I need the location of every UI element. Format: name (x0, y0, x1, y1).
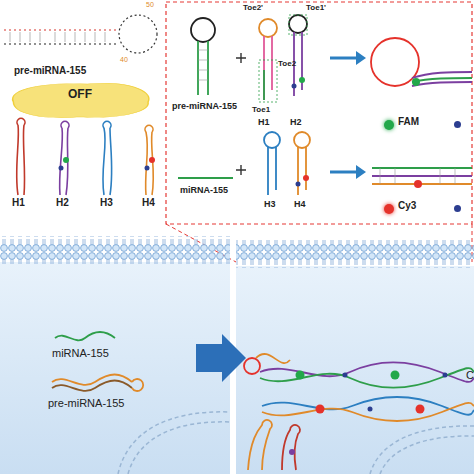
inset-box (166, 2, 472, 224)
cell-membrane (236, 240, 474, 268)
part-label: pre-miRNA-155 (14, 66, 86, 76)
part-label: H2 (56, 198, 69, 208)
part-label: 50 (146, 1, 154, 8)
rna-structure (4, 15, 157, 53)
part-label: C (466, 370, 474, 381)
cell-membrane (0, 236, 230, 264)
cytoplasm (0, 262, 230, 474)
part-label: H1 (258, 118, 270, 127)
targets (52, 332, 143, 391)
state-label: OFF (6, 88, 154, 100)
quencher-dot (454, 121, 461, 128)
legend-swatch (384, 204, 394, 214)
legend-swatch (384, 120, 394, 130)
part-label: 40 (120, 56, 128, 63)
state-blob: OFF (6, 80, 154, 120)
quencher-dot (454, 205, 461, 212)
part-label: H3 (100, 198, 113, 208)
part-label: miRNA-155 (52, 348, 109, 359)
part-label: H4 (142, 198, 155, 208)
part-label: H4 (294, 200, 306, 209)
part-label: miRNA-155 (180, 186, 228, 195)
legend-text: FAM (398, 117, 419, 127)
part-label: Toe2 (278, 60, 296, 68)
cytoplasm (236, 266, 474, 474)
part-label: pre-miRNA-155 (172, 102, 237, 111)
part-label: pre-miRNA-155 (48, 398, 124, 409)
part-label: H2 (290, 118, 302, 127)
blob-outline (6, 80, 154, 120)
nucleus (118, 412, 474, 474)
process-arrow (196, 334, 246, 382)
part-label: Toe2' (243, 4, 263, 12)
part-label: H3 (264, 200, 276, 209)
probe-hairpins (17, 118, 155, 195)
part-label: Toe1 (252, 106, 270, 114)
legend-text: Cy3 (398, 201, 416, 211)
products (244, 354, 474, 470)
part-label: Toe1' (306, 4, 326, 12)
part-label: H1 (12, 198, 25, 208)
